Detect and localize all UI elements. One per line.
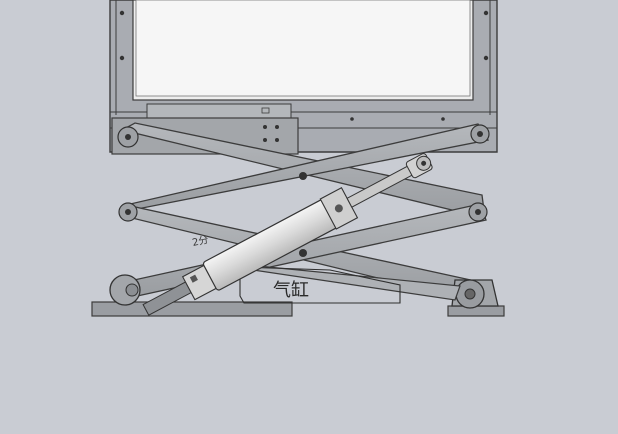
- pivot-bolt-icon: [109, 274, 141, 306]
- base-plate-left: [91, 301, 293, 317]
- base-plate-right: [447, 305, 505, 317]
- rod-end-eye-icon: [405, 153, 433, 179]
- base: [91, 265, 505, 317]
- pivot-bolt-icon: [299, 172, 307, 180]
- frame-bolt: [483, 55, 489, 61]
- frame-bolt: [119, 55, 125, 61]
- cylinder-label: 气缸: [273, 279, 309, 301]
- frame-bolt: [119, 10, 125, 16]
- frame-bolt: [483, 10, 489, 16]
- port-size-label: 2分: [191, 234, 210, 249]
- pivot-bolt-icon: [470, 124, 490, 144]
- cylinder-callout-outline: [239, 266, 401, 304]
- pivot-bolt-icon: [117, 126, 139, 148]
- roller-icon: [451, 279, 499, 309]
- pneumatic-cylinder: [142, 153, 433, 316]
- pivot-bolt-icon: [468, 202, 488, 222]
- pivot-bolt-icon: [118, 202, 138, 222]
- pivot-bolt-icon: [299, 249, 307, 257]
